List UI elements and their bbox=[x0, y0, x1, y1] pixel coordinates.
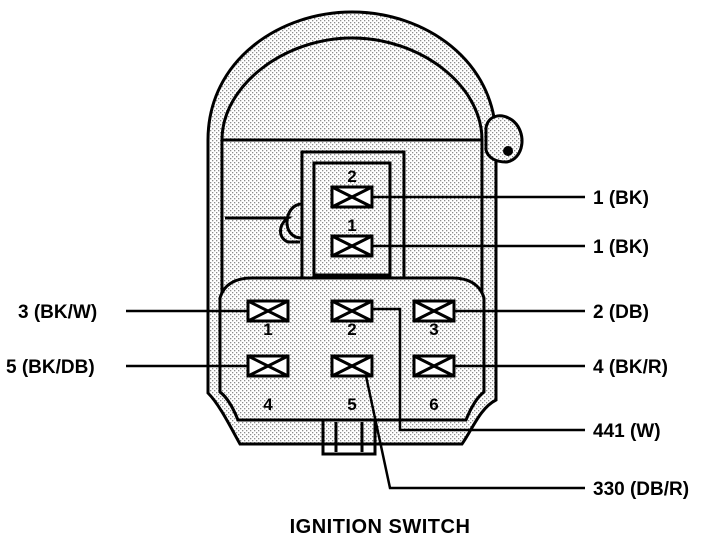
lower-terminal-4 bbox=[246, 354, 290, 378]
wire-label: 441 (W) bbox=[593, 421, 661, 442]
upper-cavity-number: 2 bbox=[347, 167, 356, 186]
wire-label: 1 (BK) bbox=[593, 188, 649, 209]
upper-terminal-2 bbox=[330, 185, 374, 209]
wire-label: 330 (DB/R) bbox=[593, 479, 689, 500]
lower-cavity-number: 2 bbox=[347, 320, 356, 339]
lower-cavity-number: 5 bbox=[347, 395, 356, 414]
lower-terminal-6 bbox=[412, 354, 456, 378]
lower-cavity-number: 3 bbox=[429, 320, 438, 339]
lower-terminal-5 bbox=[330, 354, 374, 378]
lower-wire-2 bbox=[372, 307, 585, 432]
upper-connector-inner bbox=[312, 161, 392, 277]
wire-label: 5 (BK/DB) bbox=[6, 357, 95, 378]
lower-cavity-number: 4 bbox=[263, 395, 273, 414]
lower-terminal-1 bbox=[246, 299, 290, 323]
mounting-ear bbox=[484, 114, 524, 164]
wire-label: 4 (BK/R) bbox=[593, 357, 668, 378]
wire-label: 3 (BK/W) bbox=[18, 302, 97, 323]
upper-terminal-1 bbox=[330, 234, 374, 258]
wire-label: 1 (BK) bbox=[593, 237, 649, 258]
switch-shaft bbox=[321, 418, 377, 456]
lower-terminal-2 bbox=[330, 299, 374, 323]
mounting-hole bbox=[503, 146, 513, 156]
wire-label: 2 (DB) bbox=[593, 302, 649, 323]
lower-cavity-number: 6 bbox=[429, 395, 438, 414]
lower-wire-5 bbox=[364, 375, 585, 490]
diagram-title: IGNITION SWITCH bbox=[290, 516, 471, 538]
lower-terminal-3 bbox=[412, 299, 456, 323]
inner-dome bbox=[220, 36, 484, 142]
lower-cavity-number: 1 bbox=[263, 320, 272, 339]
upper-cavity-number: 1 bbox=[347, 216, 356, 235]
